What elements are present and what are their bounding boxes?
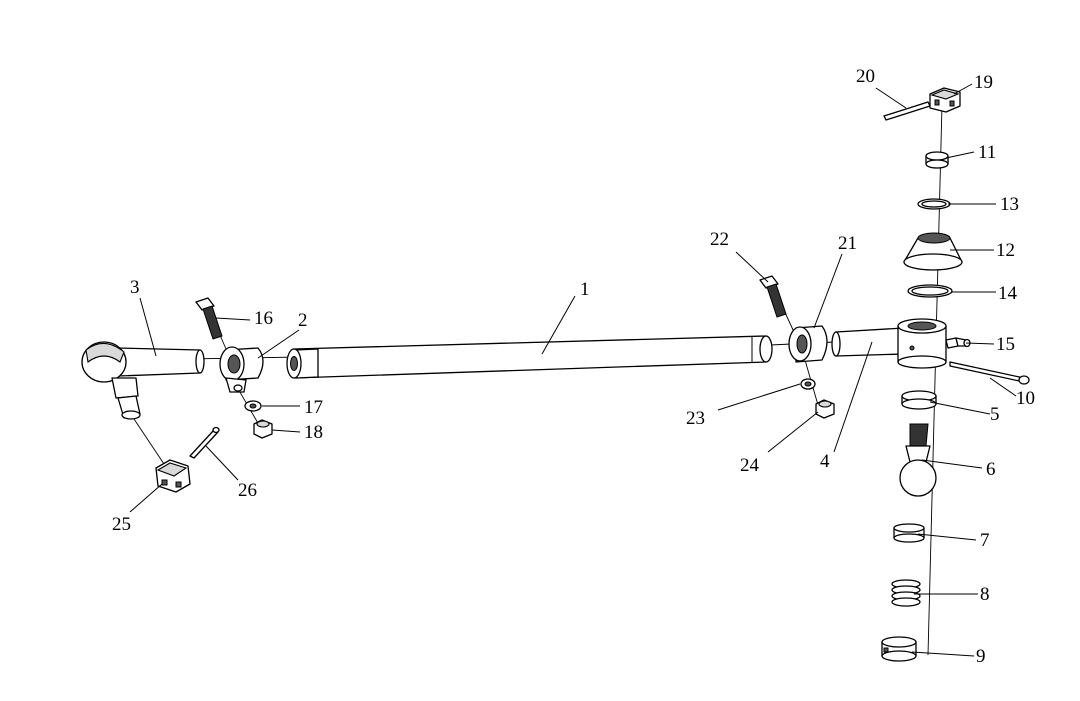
label-18: 18 <box>304 422 323 443</box>
part-26-cotter-pin <box>189 426 220 459</box>
label-6: 6 <box>986 459 996 480</box>
part-14-snap-ring <box>907 284 953 298</box>
part-20-top-cotter-pin <box>883 101 931 121</box>
part-12-dust-boot <box>903 232 963 271</box>
leader-lines <box>129 83 1017 657</box>
label-3: 3 <box>130 277 140 298</box>
part-16-left-bolt <box>195 297 223 340</box>
label-19: 19 <box>974 72 993 93</box>
part-10-cotter-pin <box>949 361 1030 385</box>
label-21: 21 <box>838 233 857 254</box>
label-13: 13 <box>1000 194 1019 215</box>
label-4: 4 <box>820 451 830 472</box>
label-22: 22 <box>710 229 729 250</box>
part-labels: 1 2 3 4 5 6 7 8 9 10 11 12 13 14 15 16 1… <box>112 66 1035 667</box>
label-1: 1 <box>580 279 590 300</box>
part-5-ball-seat <box>901 390 937 410</box>
part-1-tube <box>286 335 773 379</box>
part-11-ring <box>925 151 949 169</box>
label-16: 16 <box>254 308 273 329</box>
label-24: 24 <box>740 455 760 476</box>
label-26: 26 <box>238 480 257 501</box>
label-8: 8 <box>980 584 990 605</box>
part-21-right-clamp <box>788 325 828 363</box>
label-2: 2 <box>298 310 308 331</box>
part-6-ball-stud <box>899 423 937 497</box>
label-25: 25 <box>112 514 131 535</box>
label-10: 10 <box>1016 388 1035 409</box>
part-17-left-washer <box>244 400 262 412</box>
assembly-axes <box>127 104 943 656</box>
label-20: 20 <box>856 66 875 87</box>
part-23-right-washer <box>800 378 816 390</box>
part-7-lower-seat <box>893 523 925 543</box>
label-11: 11 <box>978 142 996 163</box>
part-19-top-castle-nut <box>929 87 961 113</box>
part-22-right-bolt <box>759 275 787 318</box>
label-23: 23 <box>686 408 705 429</box>
part-2-left-clamp <box>219 346 264 393</box>
part-4-socket-housing <box>831 318 947 369</box>
part-24-right-nut <box>815 399 835 419</box>
label-5: 5 <box>990 404 1000 425</box>
part-9-end-plug <box>881 636 917 662</box>
part-8-spring <box>891 579 921 607</box>
label-17: 17 <box>304 397 323 418</box>
label-14: 14 <box>998 283 1018 304</box>
label-7: 7 <box>980 530 990 551</box>
label-9: 9 <box>976 646 986 667</box>
part-25-castle-nut <box>155 459 191 493</box>
label-15: 15 <box>996 334 1015 355</box>
label-12: 12 <box>996 240 1015 261</box>
part-3-tie-rod-end <box>81 341 205 420</box>
part-18-left-nut <box>253 419 273 439</box>
part-13-seal-ring <box>917 198 951 210</box>
